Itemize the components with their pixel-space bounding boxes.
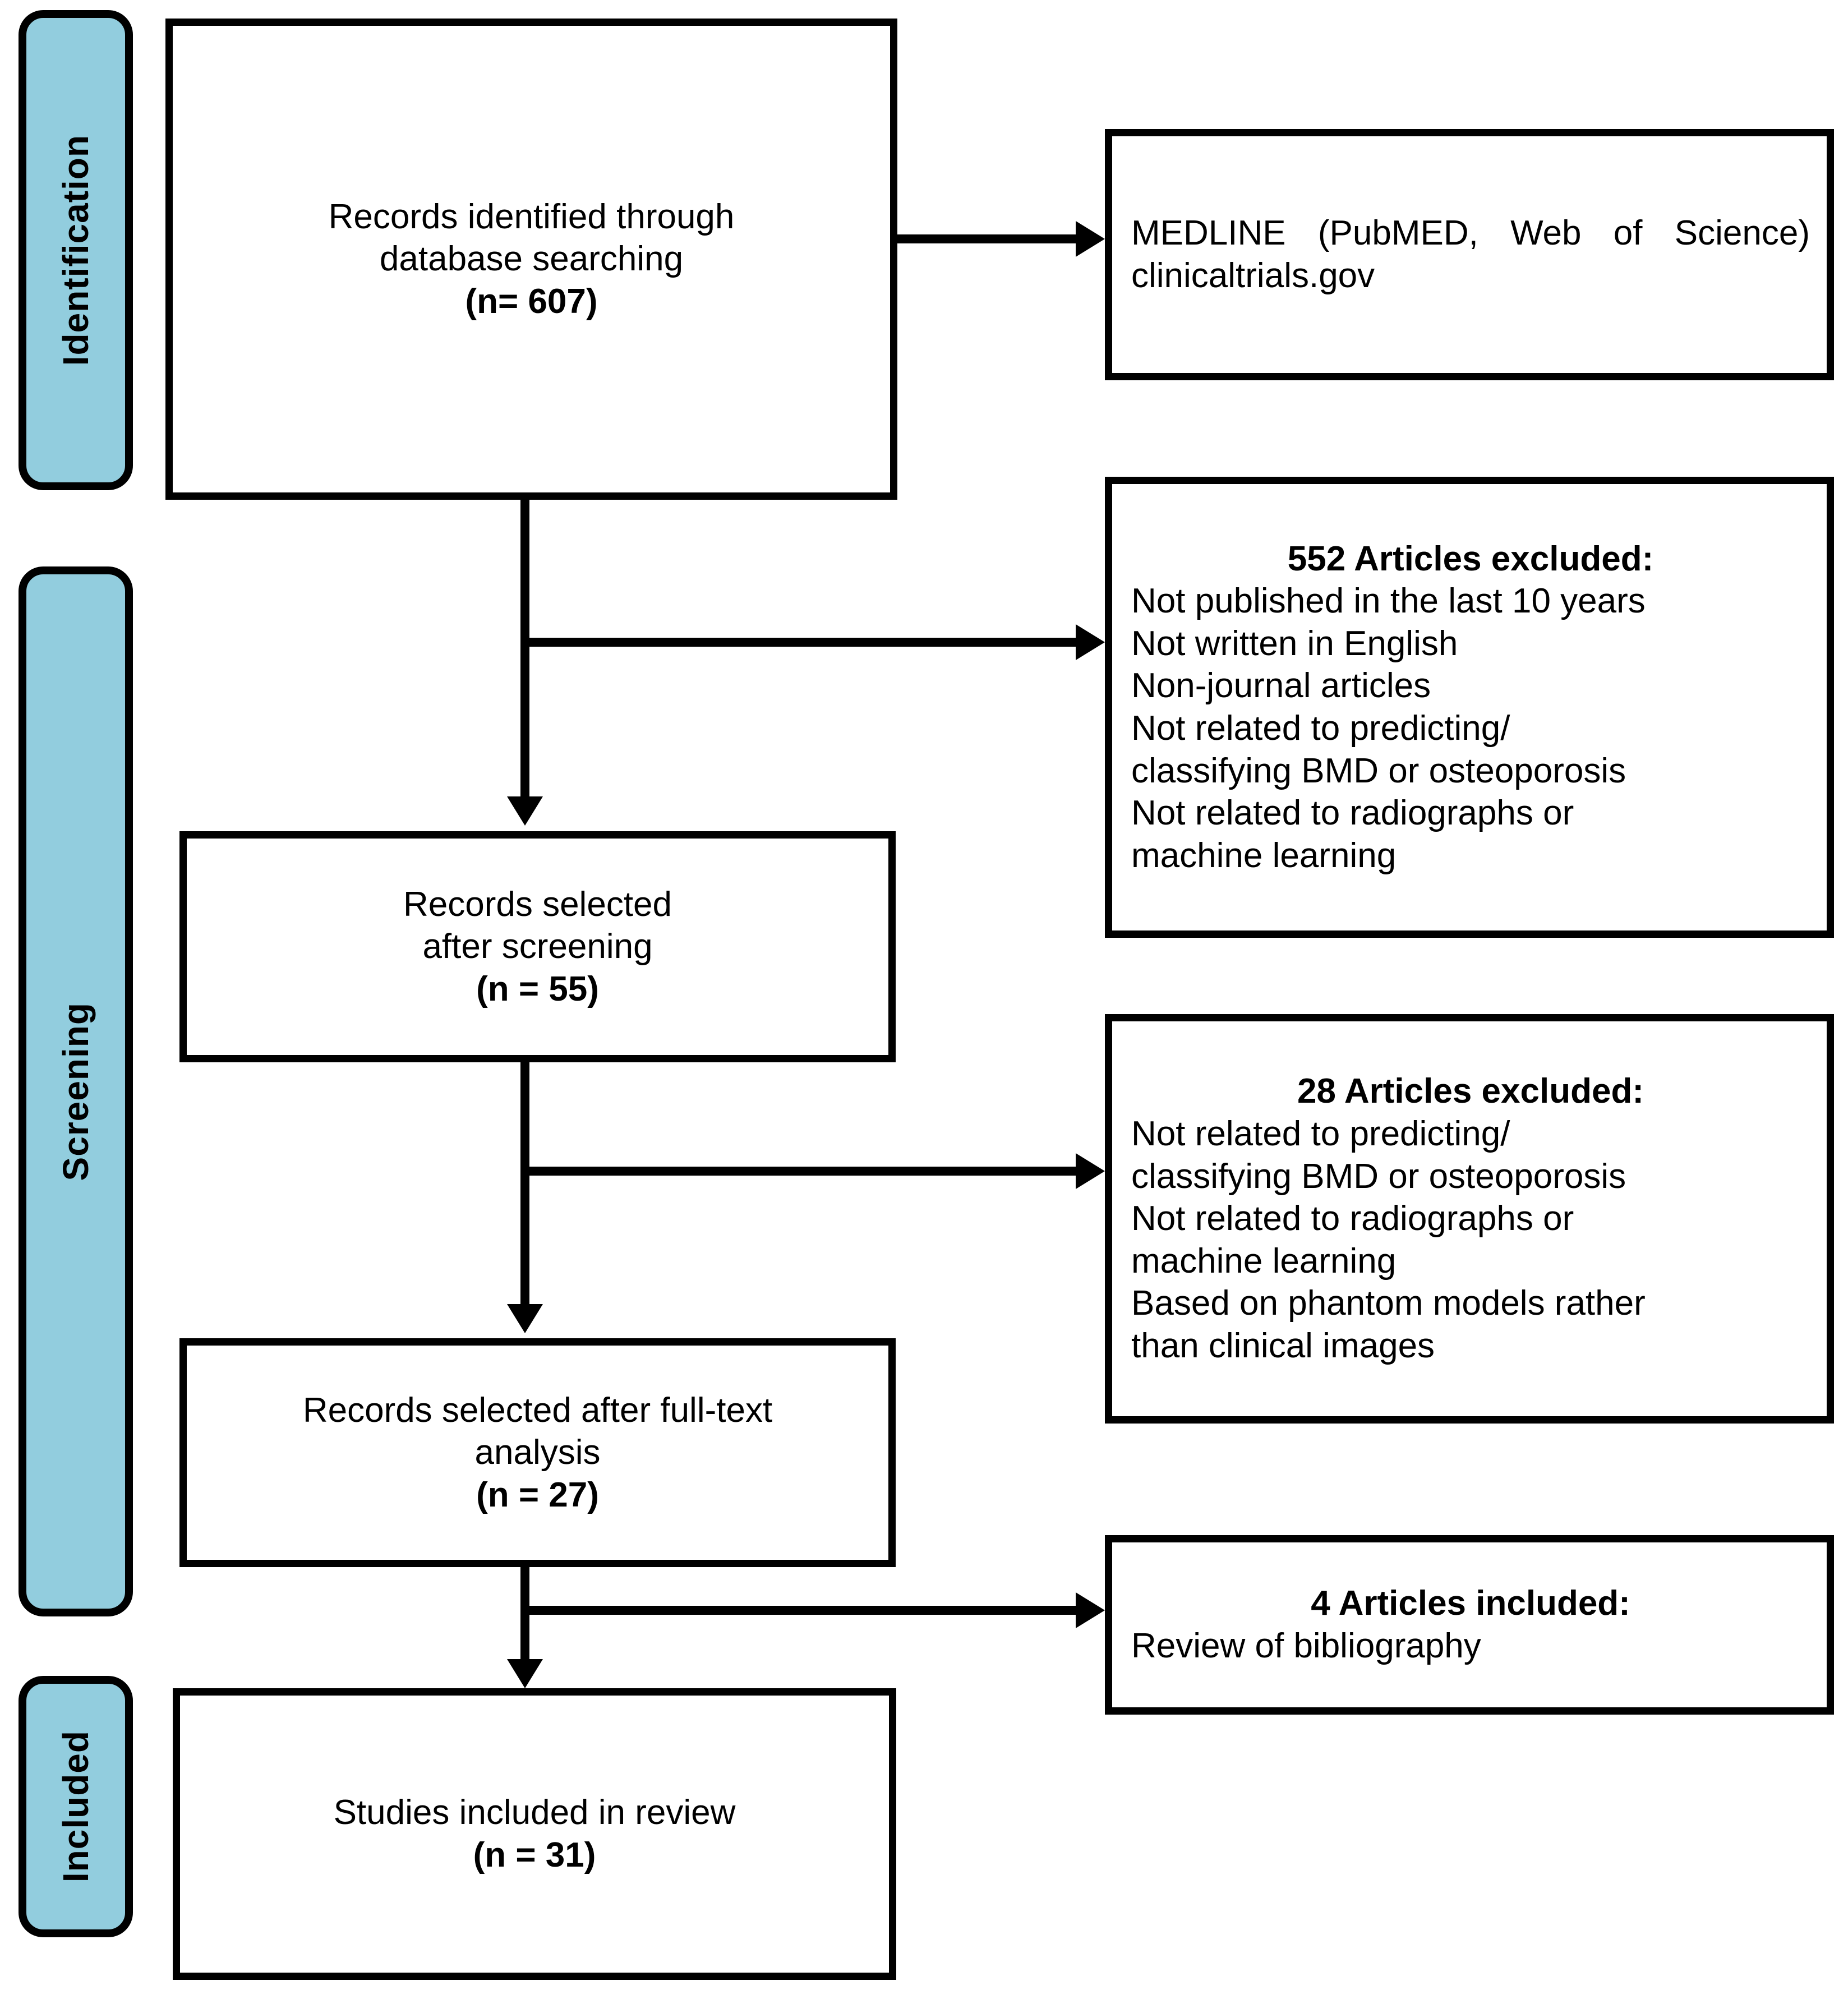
box-records-identified: Records identified through database sear… [165,19,897,500]
stage-pill-included: Included [19,1676,133,1937]
excluded-552-heading: 552 Articles excluded: [1287,539,1654,578]
excluded-28-heading: 28 Articles excluded: [1297,1072,1644,1111]
records-after-screening-line2: after screening [422,927,653,966]
records-after-screening-count: (n = 55) [476,969,599,1008]
excluded-28-body: Not related to predicting/ classifying B… [1131,1114,1646,1366]
box-studies-included: Studies included in review (n = 31) [173,1688,896,1980]
connector-branch-552-line [525,638,1080,647]
records-identified-count: (n= 607) [465,282,598,321]
excluded-552-body: Not published in the last 10 years Not w… [1131,582,1646,875]
connector-branch-28-line [525,1167,1080,1176]
connector-branch-552-arrow [1076,624,1105,660]
stage-label-identification: Identification [56,134,96,366]
stage-label-screening: Screening [56,1002,96,1181]
records-after-fulltext-count: (n = 27) [476,1475,599,1514]
records-after-screening-line1: Records selected [403,885,672,924]
connector-screening-trunk [520,1060,529,1307]
included-4-heading: 4 Articles included: [1311,1584,1630,1623]
box-excluded-28: 28 Articles excluded: Not related to pre… [1105,1014,1834,1424]
records-identified-line2: database searching [379,239,684,279]
records-identified-line1: Records identified through [328,197,735,236]
connector-branch-included4-line [525,1606,1080,1615]
connector-branch-28-arrow [1076,1153,1105,1189]
stage-pill-identification: Identification [19,10,133,490]
databases-body: MEDLINE (PubMED, Web of Science) clinica… [1131,214,1810,295]
stage-label-included: Included [56,1730,96,1883]
connector-branch-included4-arrow [1076,1592,1105,1628]
connector-fulltext-trunk [520,1565,529,1665]
connector-identified-to-databases-arrow [1076,221,1105,257]
box-included-4: 4 Articles included: Review of bibliogra… [1105,1535,1834,1715]
stage-pill-screening: Screening [19,566,133,1616]
records-after-fulltext-line2: analysis [474,1433,601,1472]
studies-included-count: (n = 31) [473,1836,596,1874]
box-records-after-fulltext: Records selected after full-text analysi… [179,1338,896,1567]
connector-identified-to-screening-arrow [507,796,543,826]
box-databases: MEDLINE (PubMED, Web of Science) clinica… [1105,129,1834,380]
connector-fulltext-to-included-arrow [507,1659,543,1688]
box-excluded-552: 552 Articles excluded: Not published in … [1105,477,1834,938]
box-records-after-screening: Records selected after screening (n = 55… [179,831,896,1062]
connector-identified-to-databases-line [897,234,1080,243]
studies-included-line1: Studies included in review [333,1793,736,1832]
connector-screening-to-fulltext-arrow [507,1304,543,1333]
records-after-fulltext-line1: Records selected after full-text [302,1390,773,1430]
included-4-body: Review of bibliography [1131,1627,1481,1665]
